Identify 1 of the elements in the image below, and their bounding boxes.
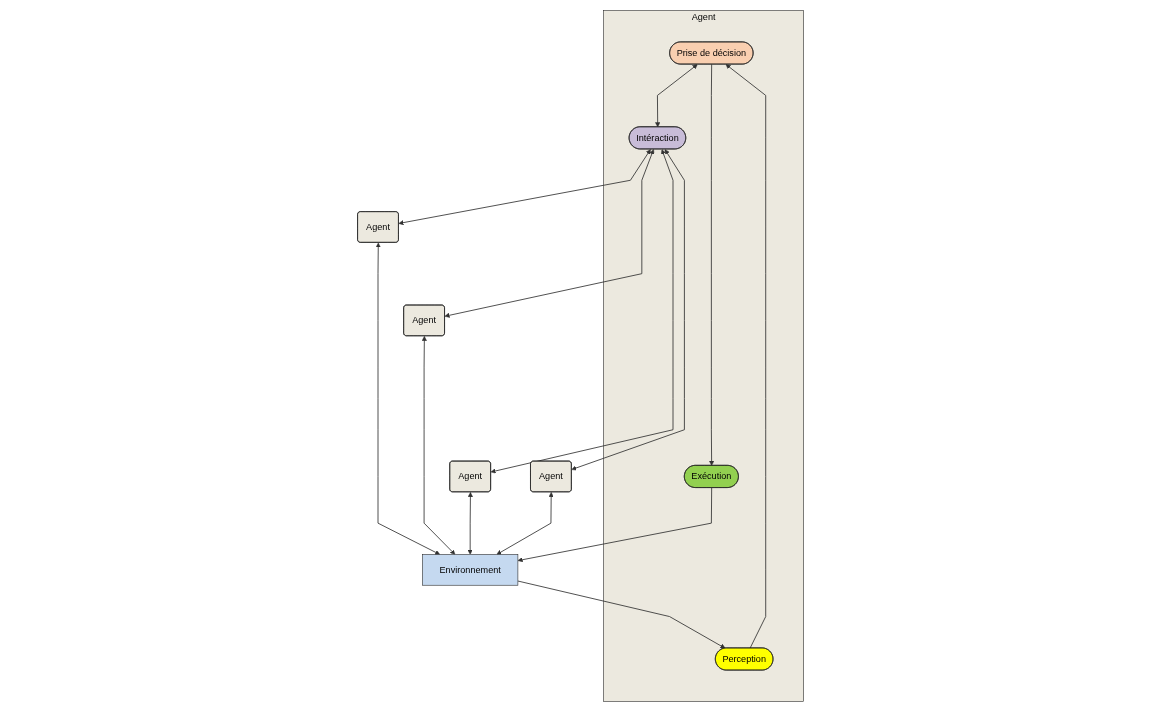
node-box: Environnement (422, 553, 519, 586)
